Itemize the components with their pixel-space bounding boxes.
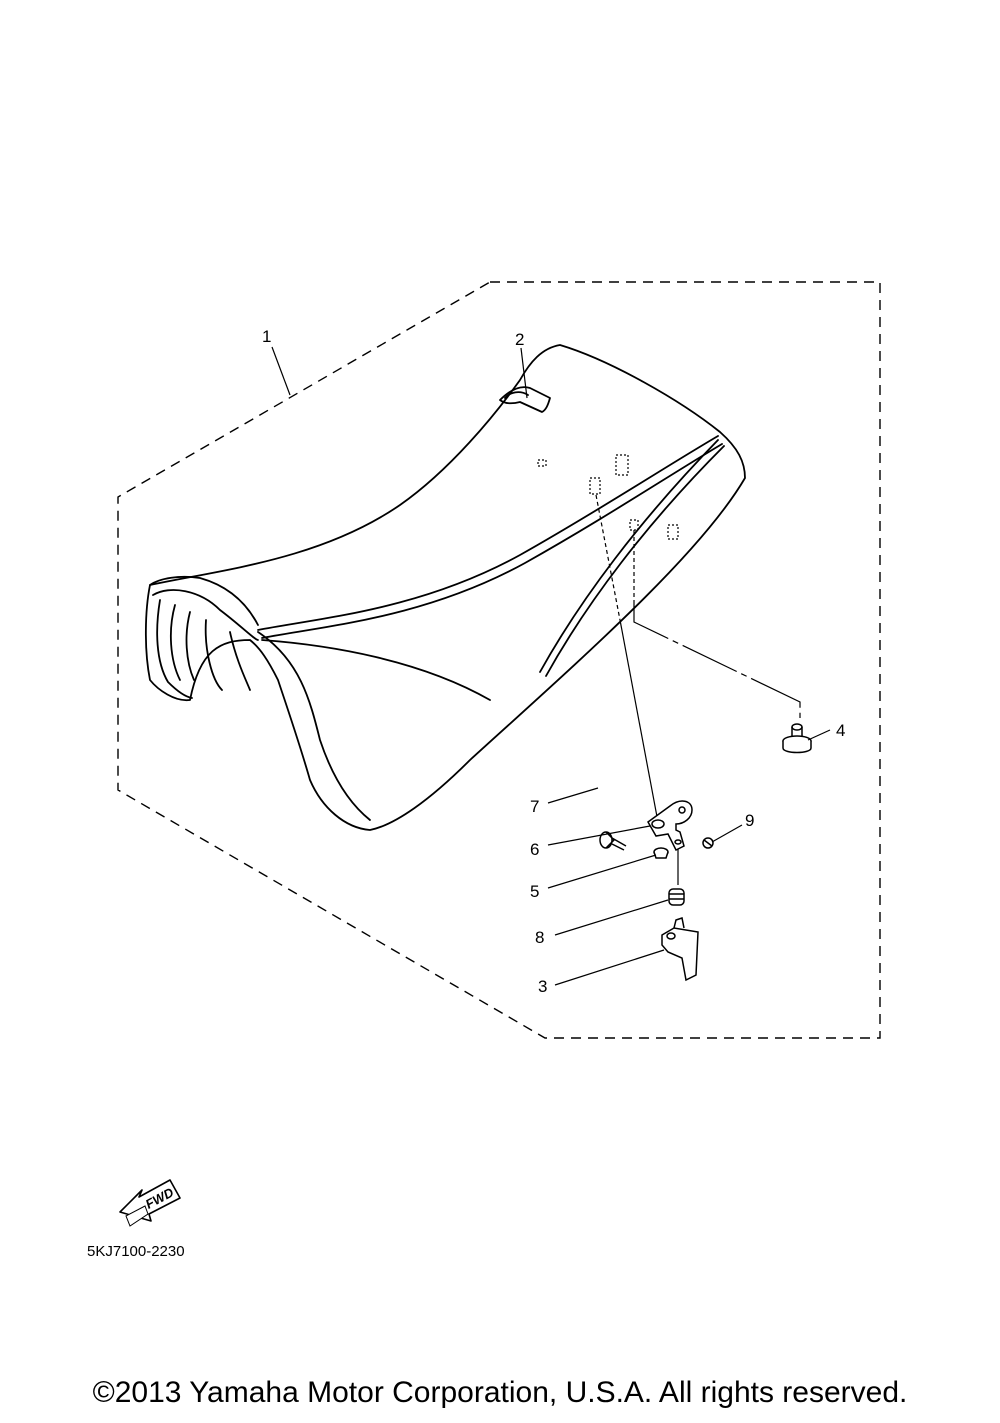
copyright-notice: ©2013 Yamaha Motor Corporation, U.S.A. A… <box>92 1376 908 1409</box>
seat-illustration <box>144 344 746 831</box>
callout-leaders <box>271 346 831 986</box>
callout-6: 6 <box>530 840 539 859</box>
callout-1: 1 <box>262 327 271 346</box>
callout-3: 3 <box>538 977 547 996</box>
callout-9: 9 <box>745 811 754 830</box>
assembly-boundary <box>117 281 881 1039</box>
mounting-lines <box>595 494 801 885</box>
forward-arrow-icon: FWD <box>119 1179 181 1227</box>
callout-2: 2 <box>515 330 524 349</box>
callout-8: 8 <box>535 928 544 947</box>
seat-mounting-marks <box>537 454 679 540</box>
callout-7: 7 <box>530 797 539 816</box>
callout-4: 4 <box>836 721 845 740</box>
seat-hardware <box>599 723 812 982</box>
callout-5: 5 <box>530 882 539 901</box>
part-code: 5KJ7100-2230 <box>87 1243 185 1260</box>
